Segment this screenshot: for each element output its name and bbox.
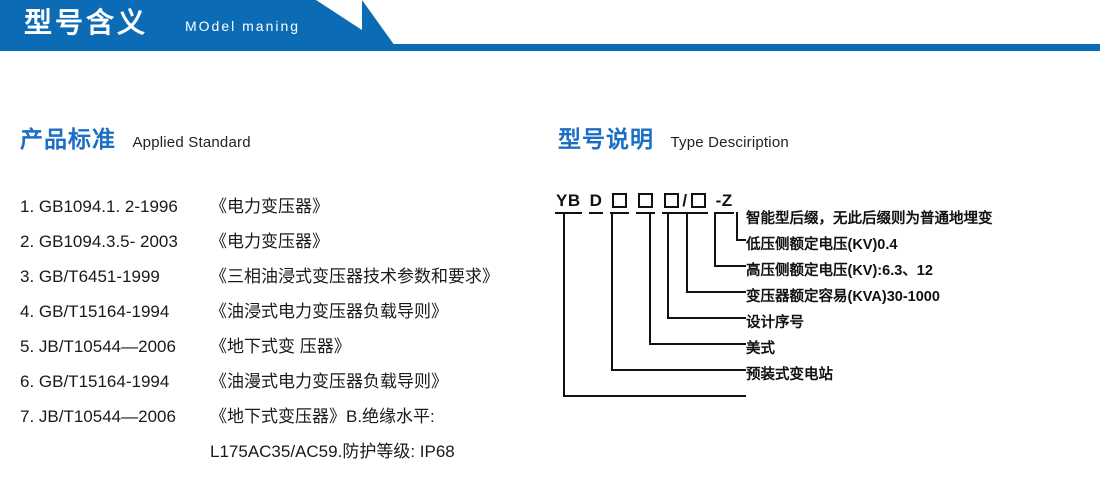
banner-title-cn: 型号含义	[24, 7, 149, 38]
standard-title: 《地下式变 压器》	[210, 337, 351, 356]
standard-row: 3. GB/T6451-1999 《三相油浸式变压器技术参数和要求》	[20, 262, 550, 297]
code-segment-yb: YB	[555, 191, 582, 214]
standard-title: 《地下式变压器》B.绝缘水平:	[210, 407, 435, 426]
type-label-list: 智能型后缀，无此后缀则为普通地埋变低压侧额定电压(KV)0.4 高压侧额定电压(K…	[746, 206, 1096, 388]
code-boxes-capacity	[610, 191, 630, 214]
type-code-string: YB D / -Z	[555, 190, 734, 214]
leader-lines-group	[563, 212, 746, 397]
section-heading-en: Type Desciription	[670, 134, 789, 151]
code-boxes-lv	[688, 191, 708, 214]
code-box-icon	[638, 192, 654, 208]
standard-code: 3. GB/T6451-1999	[20, 267, 160, 286]
standard-title: 《电力变压器》	[210, 197, 329, 216]
standard-row: 1. GB1094.1. 2-1996 《电力变压器》	[20, 192, 550, 227]
leader-line-7	[563, 212, 746, 397]
standard-title: 《油漫式电力变压器负载导则》	[210, 372, 448, 391]
code-boxes-extra	[662, 191, 682, 214]
type-label: 设计序号	[746, 315, 804, 331]
leader-line-4	[667, 212, 746, 319]
type-label: 美式	[746, 341, 775, 357]
section-heading-cn: 产品标准	[20, 126, 116, 152]
standard-code: 6. GB/T15164-1994	[20, 372, 170, 391]
banner-text-group: 型号含义 MOdel maning	[0, 0, 420, 46]
standard-code: 4. GB/T15164-1994	[20, 302, 170, 321]
section-heading-applied-standard: 产品标准 Applied Standard	[20, 120, 251, 154]
standard-row: 4. GB/T15164-1994 《油浸式电力变压器负载导则》	[20, 297, 550, 332]
standard-row: 7. JB/T10544—2006 《地下式变压器》B.绝缘水平:	[20, 402, 550, 437]
standard-title: 《油浸式电力变压器负载导则》	[210, 302, 448, 321]
section-heading-type-description: 型号说明 Type Desciription	[558, 120, 789, 154]
code-boxes-hv	[636, 191, 656, 214]
code-box-icon	[690, 192, 706, 208]
code-box-icon	[612, 192, 628, 208]
banner-underline-bar	[0, 44, 1100, 51]
leader-line-3	[686, 212, 746, 293]
type-label: 预装式变电站	[746, 367, 833, 383]
standard-row: 5. JB/T10544—2006 《地下式变 压器》	[20, 332, 550, 367]
type-label: 高压侧额定电压(KV):6.3、12	[746, 263, 933, 279]
section-heading-en: Applied Standard	[132, 134, 251, 151]
standard-title: 《三相油浸式变压器技术参数和要求》	[210, 267, 499, 286]
leader-line-2	[714, 212, 746, 267]
standard-code: 7. JB/T10544—2006	[20, 407, 176, 426]
code-suffix-z: -Z	[714, 191, 734, 214]
leader-line-6	[611, 212, 746, 371]
standard-code: 1. GB1094.1. 2-1996	[20, 197, 178, 216]
standard-row: 6. GB/T15164-1994 《油漫式电力变压器负载导则》	[20, 367, 550, 402]
banner-shape-main	[0, 0, 330, 46]
type-code-diagram: YB D / -Z 智能型后缀，无此后缀则为普	[550, 190, 1090, 440]
code-slash: /	[681, 191, 689, 214]
banner-title-en: MOdel maning	[185, 18, 301, 34]
type-label: 变压器额定容易(KVA)30-1000	[746, 289, 940, 305]
section-heading-cn: 型号说明	[558, 126, 654, 152]
standard-code: 5. JB/T10544—2006	[20, 337, 176, 356]
standard-code: 2. GB1094.3.5- 2003	[20, 232, 178, 251]
standard-continuation-line: L175AC35/AC59.防护等级: IP68	[210, 442, 455, 461]
standard-title: 《电力变压器》	[210, 232, 329, 251]
code-segment-d: D	[588, 191, 604, 214]
standard-row: 2. GB1094.3.5- 2003 《电力变压器》	[20, 227, 550, 262]
page-header-banner: 型号含义 MOdel maning	[0, 0, 1100, 56]
leader-line-1	[736, 212, 746, 241]
type-label: 智能型后缀，无此后缀则为普通地埋变	[746, 211, 993, 227]
code-box-icon	[664, 192, 680, 208]
leader-line-5	[649, 212, 746, 345]
type-label: 低压侧额定电压(KV)0.4	[746, 237, 898, 253]
standards-list: 1. GB1094.1. 2-1996《电力变压器》2. GB1094.3.5-…	[20, 192, 550, 472]
